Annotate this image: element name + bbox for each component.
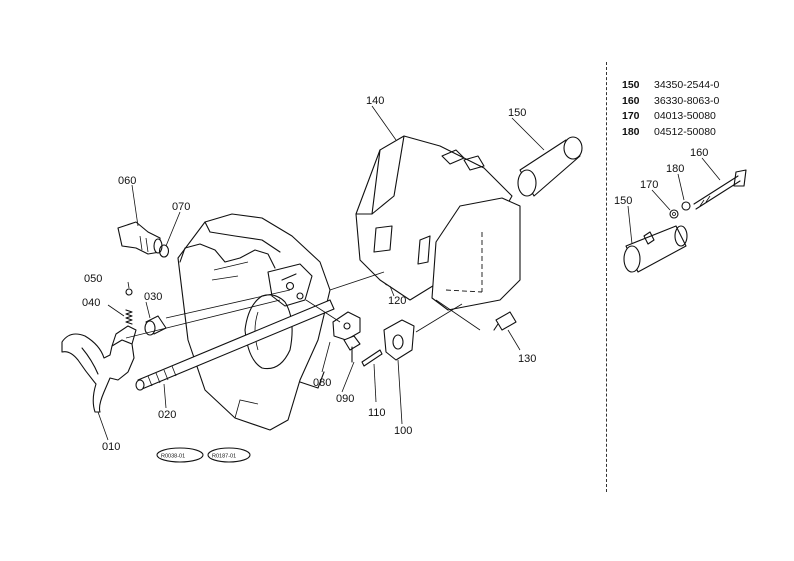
legend-part-number: 36330-8063-0 — [654, 94, 720, 107]
legend-part-number: 04013-50080 — [654, 110, 716, 122]
legend-row: 170 04013-50080 — [622, 109, 719, 125]
part-140-cover — [355, 135, 521, 311]
ref-1: R0038-01 — [161, 454, 185, 460]
legend-no: 150 — [622, 79, 640, 91]
part-040-spring — [125, 309, 133, 325]
label-120: 120 — [388, 295, 406, 307]
part-050-ball — [125, 288, 133, 296]
legend-no: 160 — [622, 94, 640, 107]
label-110: 110 — [368, 407, 386, 419]
parts-legend: 150 34350-2544-0 160 36330-8063-0 170 04013… — [622, 78, 719, 140]
legend-part-number: 04512-50080 — [654, 125, 716, 138]
label-100: 100 — [394, 425, 412, 437]
legend-part-number: 34350-2544-0 — [654, 79, 720, 91]
legend-row: 160 36330-8063-0 — [622, 94, 719, 110]
ref-oval-2 — [207, 447, 251, 463]
part-labels: 060 070 050 040 030 020 010 140 150 120 … — [82, 95, 708, 453]
leader-lines — [97, 105, 721, 441]
label-160: 160 — [690, 147, 708, 159]
inset-group — [623, 169, 747, 273]
part-100-yoke — [383, 319, 415, 361]
label-050: 050 — [84, 273, 102, 285]
label-060: 060 — [118, 175, 136, 187]
part-060-detent — [117, 221, 163, 255]
legend-no: 180 — [622, 125, 640, 138]
part-010-shift-fork — [61, 325, 137, 413]
ref-oval-1 — [156, 447, 204, 463]
inset-divider — [606, 62, 607, 492]
ref-2: R0187-01 — [212, 454, 236, 460]
part-080-bracket — [332, 311, 361, 341]
label-150-inset: 150 — [614, 195, 632, 207]
part-070-o-ring — [158, 244, 170, 258]
legend-row: 180 04512-50080 — [622, 125, 719, 141]
part-110-pin — [361, 349, 383, 367]
part-150-sleeve — [517, 136, 583, 197]
label-030: 030 — [144, 291, 162, 303]
label-070: 070 — [172, 201, 190, 213]
legend-row: 150 34350-2544-0 — [622, 78, 719, 94]
label-020: 020 — [158, 409, 176, 421]
part-130-screw — [493, 311, 517, 331]
label-010: 010 — [102, 441, 120, 453]
label-170: 170 — [640, 179, 658, 191]
part-090-bolt — [343, 335, 361, 363]
label-180: 180 — [666, 163, 684, 175]
housing — [177, 213, 331, 431]
label-090: 090 — [336, 393, 354, 405]
part-020-shaft — [135, 299, 335, 391]
label-040: 040 — [82, 297, 100, 309]
label-080: 080 — [313, 377, 331, 389]
label-140: 140 — [366, 95, 384, 107]
legend-no: 170 — [622, 110, 640, 122]
reference-callouts: R0038-01 R0187-01 — [156, 447, 251, 463]
label-130: 130 — [518, 353, 536, 365]
label-150: 150 — [508, 107, 526, 119]
